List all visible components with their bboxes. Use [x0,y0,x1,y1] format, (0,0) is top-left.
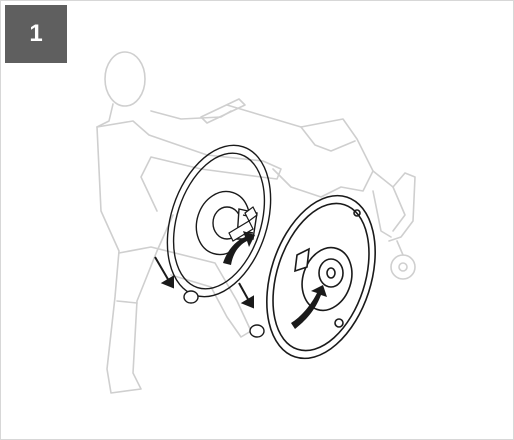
wheel-removal-illustration [1,1,513,439]
instruction-panel: 1 [0,0,514,440]
